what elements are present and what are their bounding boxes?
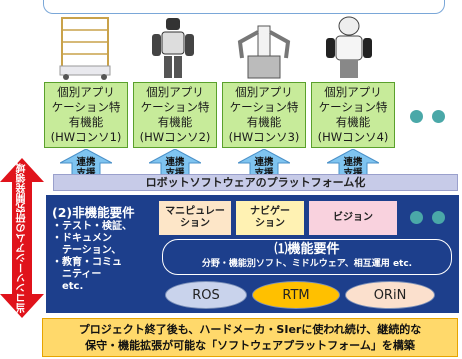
ellipsis-dot (432, 110, 445, 123)
functional-subtitle: 分野・機能別ソフト、ミドルウェア、相互運用 etc. (201, 259, 413, 269)
support-label: 連携 支援 (76, 157, 96, 179)
middleware-orin: ORiN (345, 281, 435, 309)
platform-title: ロボットソフトウェアのプラットフォーム化 (53, 174, 458, 191)
nonfunctional-item: etc. (52, 281, 84, 292)
robot-nextage-image (326, 16, 372, 78)
app-box-2: 個別アプリ ケーション特 有機能 (HWコンソ2) (133, 82, 217, 148)
middleware-ros: ROS (165, 281, 247, 309)
functional-core: ⑴機能要件 分野・機能別ソフト、ミドルウェア、相互運用 etc. (162, 239, 452, 275)
robot-humanoid-image (152, 18, 194, 78)
nonfunctional-title: (2)非機能要件 (52, 205, 135, 220)
support-label: 連携 支援 (343, 157, 363, 179)
ellipsis-dot (410, 211, 423, 224)
research-scope-label: 当コンソーシアムの研究開発領域 (16, 163, 28, 313)
nonfunctional-item: ・教育・コミュ ニティー (52, 257, 122, 280)
top-brace (43, 0, 445, 14)
nonfunctional-item: ・ドキュメン テーション、 (52, 233, 122, 256)
nonfunctional-panel: (2)非機能要件 ・テスト・検証、 ・ドキュメン テーション、 ・教育・コミュ … (46, 195, 153, 313)
research-scope-label-wrap: 当コンソーシアムの研究開発領域 (11, 162, 33, 314)
module-navigation: ナビゲー ション (236, 201, 304, 235)
app-box-1: 個別アプリ ケーション特 有機能 (HWコンソ1) (44, 82, 128, 148)
app-box-3: 個別アプリ ケーション特 有機能 (HWコンソ3) (222, 82, 306, 148)
support-label: 連携 支援 (165, 157, 185, 179)
goal-banner: プロジェクト終了後も、ハードメーカ・SIerに使われ続け、継続的な 保守・機能拡… (42, 318, 458, 357)
module-vision: ビジョン (309, 201, 397, 235)
ellipsis-dot (432, 211, 445, 224)
functional-title: ⑴機能要件 (274, 242, 340, 257)
module-manipulation: マニピュレー ション (159, 201, 231, 235)
research-scope-arrow (0, 158, 44, 318)
app-box-4: 個別アプリ ケーション特 有機能 (HWコンソ4) (311, 82, 395, 148)
robot-cart-image (59, 17, 111, 80)
support-label: 連携 支援 (254, 157, 274, 179)
nonfunctional-item: ・テスト・検証、 (52, 221, 132, 232)
ellipsis-dot (410, 110, 423, 123)
middleware-rtm: RTM (252, 281, 340, 309)
robot-dual-arm-image (237, 25, 291, 79)
